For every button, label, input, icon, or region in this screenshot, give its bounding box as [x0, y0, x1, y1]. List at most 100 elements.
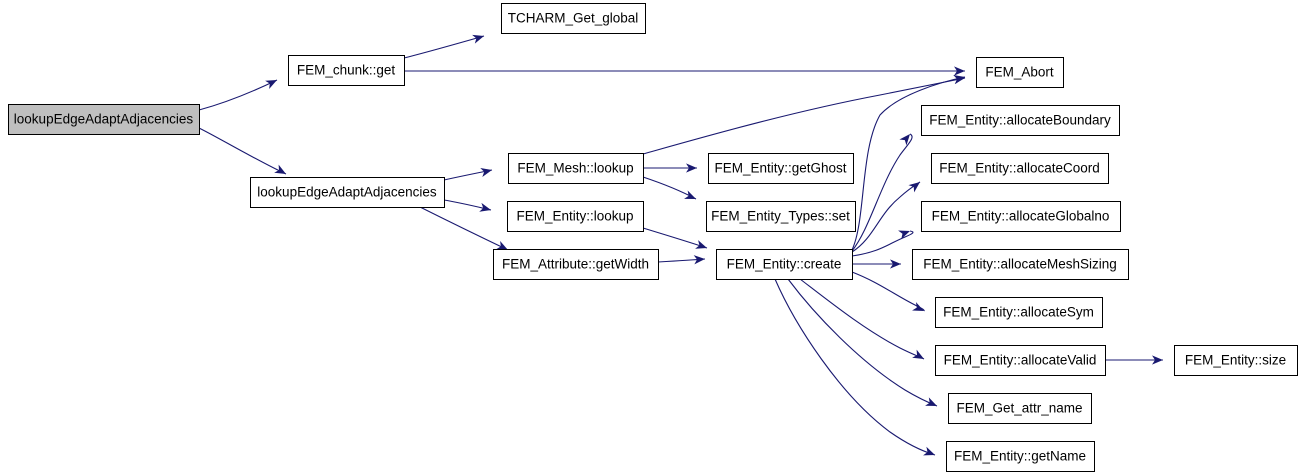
arrowhead-icon: [1152, 355, 1163, 365]
graph-node-n5[interactable]: FEM_Mesh::lookup: [508, 153, 644, 184]
node-label: lookupEdgeAdaptAdjacencies: [257, 185, 437, 200]
call-edge-n10-to-n16: [799, 278, 925, 360]
call-edge-n10-to-n13: [851, 230, 914, 257]
node-label: FEM_Abort: [985, 65, 1054, 80]
node-label: FEM_Entity_Types::set: [711, 209, 850, 224]
node-label: FEM_Entity::allocateValid: [944, 353, 1097, 368]
node-label: FEM_Entity::allocateBoundary: [929, 113, 1111, 128]
node-label: FEM_Entity::allocateCoord: [939, 161, 1100, 176]
graph-node-n11[interactable]: FEM_Entity::allocateBoundary: [921, 105, 1120, 136]
node-box[interactable]: [716, 249, 853, 280]
call-edge-n0-to-n4: [198, 127, 287, 175]
node-box[interactable]: [1174, 345, 1298, 376]
node-label: FEM_Entity::allocateSym: [943, 305, 1094, 320]
node-box[interactable]: [250, 177, 445, 208]
node-label: FEM_Mesh::lookup: [517, 161, 633, 176]
call-edge-n10-to-n11: [851, 133, 913, 252]
node-box[interactable]: [706, 201, 856, 232]
arrowhead-icon: [695, 240, 707, 249]
arrowhead-icon: [923, 446, 935, 456]
node-label: FEM_Entity::lookup: [516, 209, 633, 224]
graph-node-n7[interactable]: FEM_Attribute::getWidth: [493, 249, 659, 280]
graph-node-n19[interactable]: FEM_Entity::size: [1174, 345, 1298, 376]
node-box[interactable]: [921, 105, 1120, 136]
graph-node-n9[interactable]: FEM_Entity_Types::set: [706, 201, 856, 232]
edges-layer: [198, 35, 1163, 456]
call-edge-n0-to-n1: [198, 79, 278, 111]
node-label: FEM_Entity::allocateMeshSizing: [923, 257, 1117, 272]
call-edge-n10-to-n18: [774, 278, 936, 456]
arrowhead-icon: [274, 164, 286, 174]
graph-node-n16[interactable]: FEM_Entity::allocateValid: [935, 345, 1106, 376]
call-edge-n4-to-n7: [419, 206, 509, 251]
node-box[interactable]: [921, 201, 1121, 232]
node-box[interactable]: [501, 3, 646, 34]
node-label: FEM_Attribute::getWidth: [502, 257, 649, 272]
node-label: FEM_Entity::getName: [954, 449, 1086, 464]
arrowhead-icon: [693, 255, 705, 265]
call-edge-n6-to-n10: [642, 227, 708, 249]
graph-node-n1[interactable]: FEM_chunk::get: [288, 55, 405, 86]
node-label: FEM_Entity::getGhost: [714, 161, 846, 176]
node-label: lookupEdgeAdaptAdjacencies: [14, 112, 194, 127]
arrowhead-icon: [912, 349, 924, 359]
graph-node-n15[interactable]: FEM_Entity::allocateSym: [935, 297, 1103, 328]
call-edge-n1-to-n2: [403, 35, 485, 59]
nodes-layer: lookupEdgeAdaptAdjacencies FEM_chunk::get…: [8, 3, 1298, 472]
node-box[interactable]: [931, 153, 1109, 184]
node-box[interactable]: [507, 201, 644, 232]
arrowhead-icon: [480, 167, 492, 177]
node-label: FEM_Entity::size: [1185, 353, 1286, 368]
graph-node-n13[interactable]: FEM_Entity::allocateGlobalno: [921, 201, 1121, 232]
node-box[interactable]: [8, 104, 200, 135]
graph-node-n8[interactable]: FEM_Entity::getGhost: [708, 153, 854, 184]
call-edge-n5-to-n9: [642, 176, 697, 200]
graph-node-n6[interactable]: FEM_Entity::lookup: [507, 201, 644, 232]
graph-node-n18[interactable]: FEM_Entity::getName: [946, 441, 1095, 472]
node-box[interactable]: [708, 153, 854, 184]
arrowhead-icon: [686, 163, 697, 173]
node-label: FEM_Get_attr_name: [956, 401, 1082, 416]
graph-node-n0[interactable]: lookupEdgeAdaptAdjacencies: [8, 104, 200, 135]
node-box[interactable]: [948, 393, 1092, 424]
node-label: FEM_Entity::allocateGlobalno: [932, 209, 1110, 224]
call-edge-n10-to-n3: [851, 76, 966, 251]
arrowhead-icon: [890, 259, 901, 269]
graph-node-n10[interactable]: FEM_Entity::create: [716, 249, 853, 280]
node-label: TCHARM_Get_global: [508, 11, 639, 26]
arrowhead-icon: [954, 66, 965, 76]
node-box[interactable]: [946, 441, 1095, 472]
arrowhead-icon: [953, 74, 965, 84]
node-box[interactable]: [976, 57, 1064, 88]
graph-node-n12[interactable]: FEM_Entity::allocateCoord: [931, 153, 1109, 184]
arrowhead-icon: [496, 241, 508, 250]
arrowhead-icon: [479, 202, 491, 212]
arrowheads-layer: [265, 34, 1163, 456]
graph-node-n17[interactable]: FEM_Get_attr_name: [948, 393, 1092, 424]
graph-node-n3[interactable]: FEM_Abort: [976, 57, 1064, 88]
node-label: FEM_Entity::create: [727, 257, 842, 272]
node-label: FEM_chunk::get: [297, 63, 396, 78]
call-edge-n10-to-n15: [851, 271, 925, 312]
node-box[interactable]: [288, 55, 405, 86]
node-box[interactable]: [935, 345, 1106, 376]
call-edge-n10-to-n17: [787, 278, 938, 407]
node-box[interactable]: [493, 249, 659, 280]
arrowhead-icon: [899, 134, 910, 146]
call-edge-n5-to-n3: [642, 77, 966, 155]
arrowhead-icon: [912, 302, 924, 311]
node-box[interactable]: [912, 249, 1129, 280]
arrowhead-icon: [908, 182, 920, 193]
graph-node-n4[interactable]: lookupEdgeAdaptAdjacencies: [250, 177, 445, 208]
arrowhead-icon: [925, 397, 937, 406]
node-box[interactable]: [935, 297, 1103, 328]
arrowhead-icon: [472, 34, 484, 44]
graph-node-n14[interactable]: FEM_Entity::allocateMeshSizing: [912, 249, 1129, 280]
arrowhead-icon: [265, 80, 277, 89]
call-edge-n10-to-n12: [851, 181, 921, 253]
arrowhead-icon: [684, 190, 696, 199]
node-box[interactable]: [508, 153, 644, 184]
graph-node-n2[interactable]: TCHARM_Get_global: [501, 3, 646, 34]
